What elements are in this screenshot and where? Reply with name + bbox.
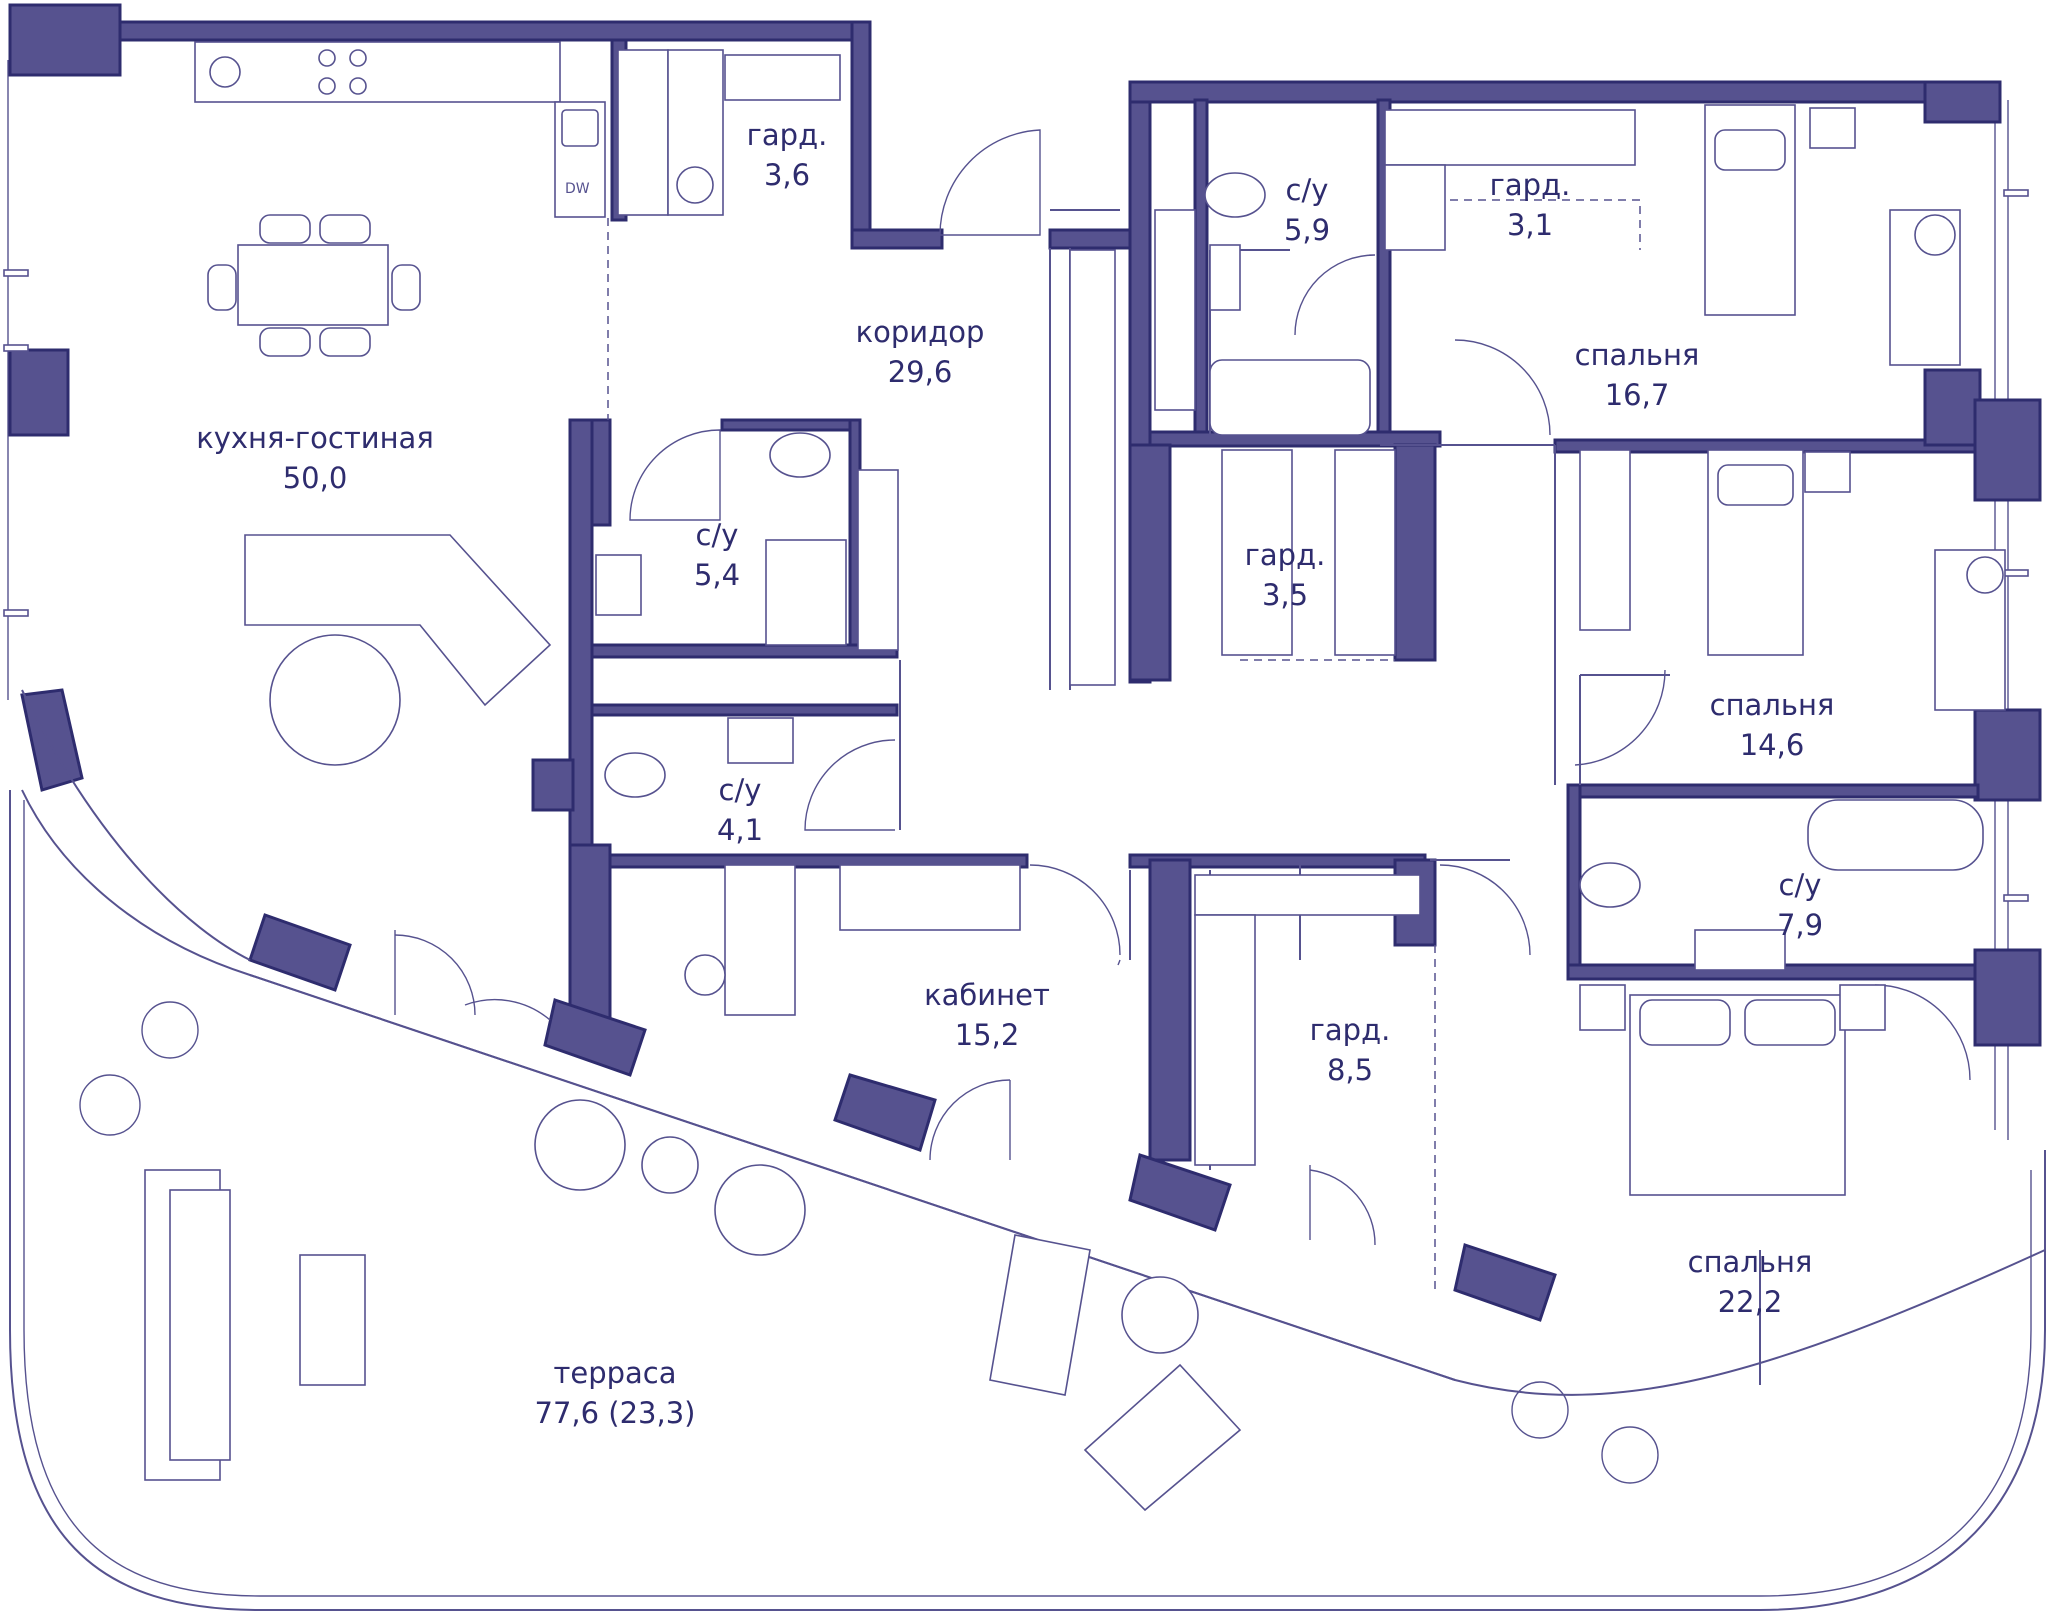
room-area-wardrobe1: 3,6 xyxy=(764,158,810,192)
wardrobe4-furniture xyxy=(1194,874,1421,1166)
bedroom2-furniture xyxy=(1579,449,2006,711)
interior-lines xyxy=(21,199,1761,1385)
walls xyxy=(8,3,2042,1322)
bedroom1-furniture xyxy=(1704,104,1961,366)
room-area-bedroom1: 16,7 xyxy=(1605,378,1670,412)
kitchen-furniture: DW xyxy=(194,41,606,766)
window-marks xyxy=(3,189,2029,902)
wardrobe3-furniture xyxy=(1069,249,1396,686)
room-name-bedroom3: спальня xyxy=(1688,1245,1813,1279)
room-name-bath1: с/у xyxy=(1286,173,1329,207)
room-name-wardrobe1: гард. xyxy=(747,118,828,152)
room-area-bedroom3: 22,2 xyxy=(1718,1285,1783,1319)
room-name-corridor: коридор xyxy=(856,315,985,349)
room-name-bedroom1: спальня xyxy=(1575,338,1700,372)
room-area-wardrobe2: 3,1 xyxy=(1507,208,1553,242)
room-area-office: 15,2 xyxy=(955,1018,1020,1052)
room-name-office: кабинет xyxy=(924,978,1050,1012)
room-name-bath4: с/у xyxy=(1779,868,1822,902)
room-area-bath4: 7,9 xyxy=(1777,908,1823,942)
room-area-wardrobe3: 3,5 xyxy=(1262,578,1308,612)
bath4-furniture xyxy=(1579,799,1984,971)
room-area-corridor: 29,6 xyxy=(888,355,953,389)
bath2-furniture xyxy=(595,432,899,651)
plant-icons xyxy=(79,1001,1659,1484)
room-area-bedroom2: 14,6 xyxy=(1740,728,1805,762)
dishwasher-label: DW xyxy=(565,181,590,197)
room-area-bath3: 4,1 xyxy=(717,813,763,847)
wardrobe2-furniture xyxy=(1384,109,1636,251)
room-name-wardrobe4: гард. xyxy=(1310,1013,1391,1047)
wardrobe1-furniture xyxy=(617,49,841,216)
doors xyxy=(394,129,1971,1246)
bedroom3-furniture xyxy=(1579,984,1886,1196)
room-name-wardrobe2: гард. xyxy=(1490,168,1571,202)
room-name-terrace: терраса xyxy=(553,1356,676,1390)
room-name-wardrobe3: гард. xyxy=(1245,538,1326,572)
room-name-kitchen: кухня-гостиная xyxy=(196,421,434,455)
bath3-furniture xyxy=(604,717,794,798)
room-area-wardrobe4: 8,5 xyxy=(1327,1053,1373,1087)
bath1-furniture xyxy=(1154,172,1371,436)
terrace-furniture xyxy=(79,1001,1659,1512)
room-area-bath2: 5,4 xyxy=(694,558,740,592)
room-area-terrace: 77,6 (23,3) xyxy=(535,1396,696,1430)
office-furniture xyxy=(684,864,1021,1016)
room-name-bath2: с/у xyxy=(696,518,739,552)
room-name-bedroom2: спальня xyxy=(1710,688,1835,722)
room-labels: кухня-гостиная 50,0 гард. 3,6 коридор 29… xyxy=(196,118,1834,1430)
room-name-bath3: с/у xyxy=(719,773,762,807)
terrace-outline xyxy=(9,789,2046,1611)
room-area-kitchen: 50,0 xyxy=(283,461,348,495)
room-area-bath1: 5,9 xyxy=(1284,213,1330,247)
